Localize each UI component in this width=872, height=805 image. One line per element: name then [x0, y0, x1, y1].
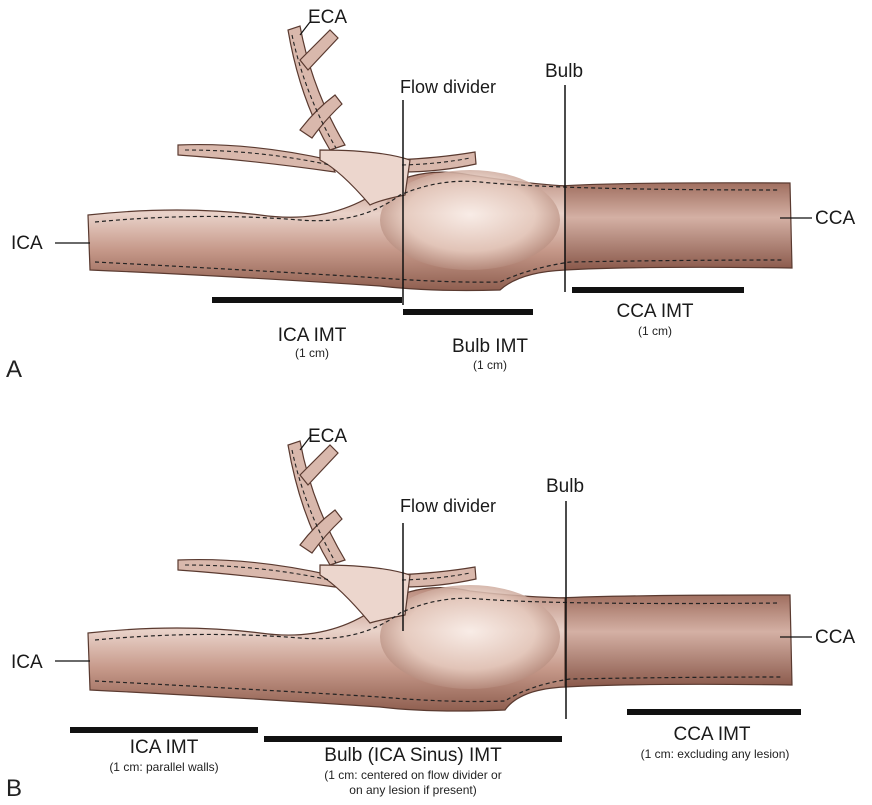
cca-vessel — [560, 595, 792, 687]
ica-imt-bar — [70, 727, 258, 733]
panel-letter-a: A — [6, 358, 22, 382]
bulb-imt-note: (1 cm) — [430, 359, 550, 371]
eca-label: ECA — [308, 427, 347, 446]
cca-vessel — [560, 183, 792, 270]
cca-imt-label: CCA IMT — [595, 302, 715, 321]
ica-imt-note: (1 cm: parallel walls) — [54, 761, 274, 773]
bulb-imt-label: Bulb IMT — [430, 337, 550, 356]
cca-imt-note: (1 cm) — [595, 325, 715, 337]
ica-label: ICA — [11, 234, 43, 253]
cca-label: CCA — [815, 209, 855, 228]
bulb-imt-note-2: on any lesion if present) — [263, 784, 563, 796]
ica-imt-bar — [212, 297, 402, 303]
eca-label: ECA — [308, 8, 347, 27]
eca-left-branch — [178, 560, 335, 587]
ica-imt-label: ICA IMT — [84, 738, 244, 757]
panel-b: ECA Flow divider Bulb ICA CCA ICA IMT (1… — [0, 405, 872, 805]
eca-trunk — [320, 150, 410, 205]
cca-imt-bar — [627, 709, 801, 715]
flow-divider-label: Flow divider — [400, 78, 496, 96]
panel-a: ECA Flow divider Bulb ICA CCA ICA IMT (1… — [0, 0, 872, 400]
ica-imt-note: (1 cm) — [252, 347, 372, 359]
bulb-imt-bar — [403, 309, 533, 315]
cca-imt-bar — [572, 287, 744, 293]
panel-letter-b: B — [6, 777, 22, 801]
bulb-imt-bar — [264, 736, 562, 742]
ica-imt-label: ICA IMT — [252, 326, 372, 345]
cca-imt-label: CCA IMT — [652, 725, 772, 744]
cca-imt-note: (1 cm: excluding any lesion) — [600, 748, 830, 760]
bulb-imt-label: Bulb (ICA Sinus) IMT — [283, 746, 543, 765]
bulb-label: Bulb — [546, 477, 584, 496]
eca-left-branch — [178, 145, 335, 172]
cca-label: CCA — [815, 628, 855, 647]
ica-label: ICA — [11, 653, 43, 672]
eca-trunk — [320, 565, 410, 623]
bulb-label: Bulb — [545, 62, 583, 81]
flow-divider-label: Flow divider — [400, 497, 496, 515]
bulb-imt-note-1: (1 cm: centered on flow divider or — [263, 769, 563, 781]
